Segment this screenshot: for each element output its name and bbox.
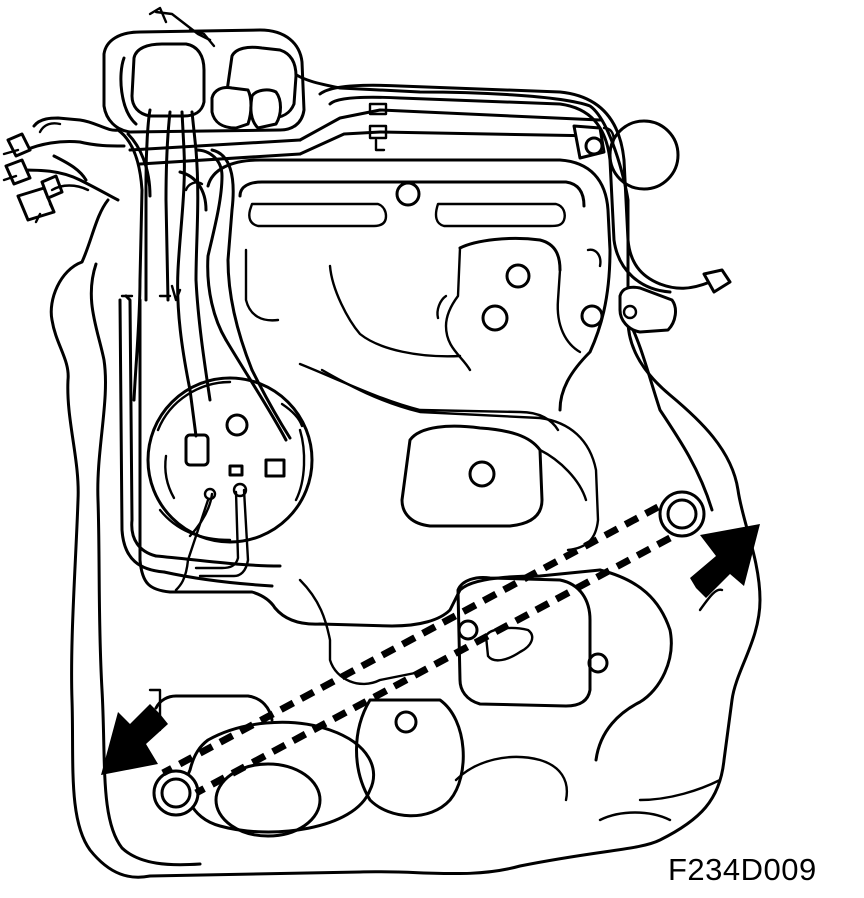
hose-harness	[2, 83, 732, 588]
mounting-bolts	[152, 490, 706, 817]
dashed-line-1	[161, 503, 660, 777]
arrow-lower-left	[101, 704, 168, 775]
figure-code: F234D009	[668, 852, 817, 887]
dashed-line-2	[194, 534, 672, 797]
dashed-reference-lines	[161, 503, 672, 797]
arrow-upper-right	[690, 524, 760, 598]
sender-unit	[320, 368, 600, 552]
pump-assembly	[146, 376, 314, 592]
top-connector-block	[102, 6, 306, 134]
mounting-bolt-upper-right	[658, 490, 706, 538]
callout-arrows	[101, 524, 760, 775]
upper-inner-panel	[206, 158, 612, 432]
lower-inner-panel	[148, 576, 724, 838]
mounting-bolt-lower-left	[152, 769, 200, 817]
